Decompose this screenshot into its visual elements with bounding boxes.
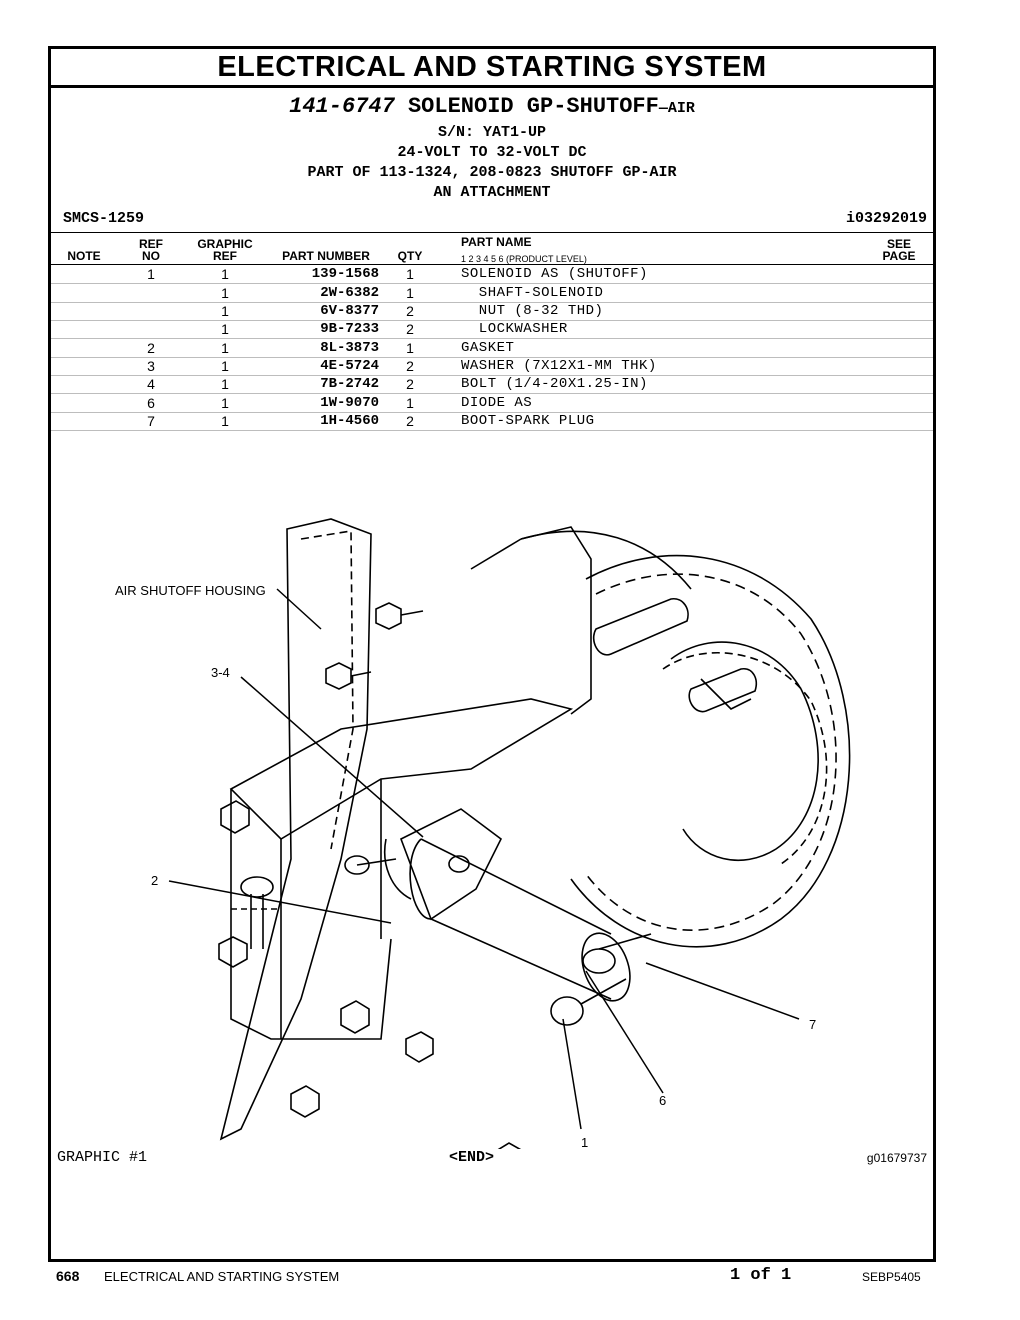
group-part-number: 141-6747 bbox=[289, 94, 395, 119]
col-graphic-bottom: REF bbox=[213, 249, 237, 263]
cell-qty: 2 bbox=[406, 376, 414, 392]
cell-part-number: 1W-9070 bbox=[320, 395, 379, 411]
col-ref-bottom: NO bbox=[142, 249, 160, 263]
cell-part-name: SOLENOID AS (SHUTOFF) bbox=[461, 266, 648, 282]
callout-2: 2 bbox=[151, 873, 158, 888]
cell-part-number: 9B-7233 bbox=[320, 321, 379, 337]
cell-part-number: 4E-5724 bbox=[320, 358, 379, 374]
table-row: 1 6V-8377 2 NUT (8-32 THD) bbox=[51, 302, 933, 321]
attachment-line: AN ATTACHMENT bbox=[433, 184, 551, 201]
table-row: 6 1 1W-9070 1 DIODE AS bbox=[51, 394, 933, 413]
table-header-top-rule bbox=[51, 232, 933, 233]
cell-graphic: 1 bbox=[221, 266, 229, 282]
table-header-bottom-rule bbox=[51, 264, 933, 265]
footer-doc-number: SEBP5405 bbox=[862, 1270, 921, 1284]
cell-ref: 1 bbox=[147, 266, 155, 282]
cell-graphic: 1 bbox=[221, 376, 229, 392]
cell-ref: 2 bbox=[147, 340, 155, 356]
cell-qty: 2 bbox=[406, 303, 414, 319]
cell-part-name: LOCKWASHER bbox=[461, 321, 568, 337]
cell-ref: 4 bbox=[147, 376, 155, 392]
cell-graphic: 1 bbox=[221, 321, 229, 337]
table-row: 1 2W-6382 1 SHAFT-SOLENOID bbox=[51, 284, 933, 303]
end-marker: <END> bbox=[449, 1149, 495, 1166]
graphic-label: GRAPHIC #1 bbox=[57, 1149, 148, 1166]
group-part-title: SOLENOID GP-SHUTOFF bbox=[407, 94, 659, 119]
cell-part-name: DIODE AS bbox=[461, 395, 533, 411]
col-part-name: PART NAME bbox=[461, 235, 532, 249]
smcs-code: SMCS-1259 bbox=[63, 210, 145, 227]
voltage-range: 24-VOLT TO 32-VOLT DC bbox=[397, 144, 587, 161]
callout-3-4: 3-4 bbox=[211, 665, 230, 680]
footer-page-number: 668 bbox=[56, 1268, 80, 1284]
cell-qty: 1 bbox=[406, 266, 414, 282]
cell-ref: 7 bbox=[147, 413, 155, 429]
cell-qty: 1 bbox=[406, 395, 414, 411]
cell-part-name: SHAFT-SOLENOID bbox=[461, 285, 604, 301]
cell-part-number: 7B-2742 bbox=[320, 376, 379, 392]
col-see-top: SEE bbox=[886, 237, 911, 251]
page-title: ELECTRICAL AND STARTING SYSTEM bbox=[217, 51, 767, 83]
cell-qty: 2 bbox=[406, 321, 414, 337]
cell-graphic: 1 bbox=[221, 413, 229, 429]
footer-section: ELECTRICAL AND STARTING SYSTEM bbox=[104, 1269, 340, 1284]
table-row: 1 9B-7233 2 LOCKWASHER bbox=[51, 320, 933, 339]
cell-part-number: 1H-4560 bbox=[320, 413, 379, 429]
table-row: 3 1 4E-5724 2 WASHER (7X12X1-MM THK) bbox=[51, 357, 933, 376]
cell-graphic: 1 bbox=[221, 285, 229, 301]
col-see-bottom: PAGE bbox=[882, 249, 916, 263]
callout-6: 6 bbox=[659, 1093, 666, 1108]
graphic-id: g01679737 bbox=[866, 1151, 927, 1165]
cell-part-name: BOOT-SPARK PLUG bbox=[461, 413, 595, 429]
cell-ref: 6 bbox=[147, 395, 155, 411]
cell-graphic: 1 bbox=[221, 303, 229, 319]
cell-part-name: WASHER (7X12X1-MM THK) bbox=[461, 358, 657, 374]
cell-qty: 2 bbox=[406, 413, 414, 429]
col-part-number: PART NUMBER bbox=[282, 249, 370, 263]
cell-graphic: 1 bbox=[221, 395, 229, 411]
cell-qty: 2 bbox=[406, 358, 414, 374]
cell-part-number: 6V-8377 bbox=[320, 303, 379, 319]
callout-air-shutoff-housing: AIR SHUTOFF HOUSING bbox=[115, 583, 266, 598]
solenoid-illustration: AIR SHUTOFF HOUSING 3-4 2 7 6 1 bbox=[115, 518, 851, 1149]
col-graphic-top: GRAPHIC bbox=[197, 237, 253, 251]
group-part-title-suffix: —AIR bbox=[658, 100, 695, 117]
cell-part-name: NUT (8-32 THD) bbox=[461, 303, 604, 319]
part-of-line: PART OF 113-1324, 208-0823 SHUTOFF GP-AI… bbox=[307, 164, 677, 181]
col-ref-top: REF bbox=[139, 237, 163, 251]
page-frame: ELECTRICAL AND STARTING SYSTEM 141-6747 … bbox=[48, 46, 936, 1262]
table-row: 2 1 8L-3873 1 GASKET bbox=[51, 339, 933, 358]
part-heading: 141-6747 SOLENOID GP-SHUTOFF—AIR bbox=[51, 94, 933, 119]
serial-range: S/N: YAT1-UP bbox=[437, 124, 547, 141]
cell-part-number: 8L-3873 bbox=[320, 340, 379, 356]
cell-graphic: 1 bbox=[221, 340, 229, 356]
table-row: 1 1 139-1568 1 SOLENOID AS (SHUTOFF) bbox=[51, 265, 933, 284]
footer-page-of: 1 of 1 bbox=[730, 1266, 792, 1285]
cell-part-name: GASKET bbox=[461, 340, 515, 356]
col-note: NOTE bbox=[67, 249, 101, 263]
cell-part-number: 139-1568 bbox=[311, 266, 379, 282]
cell-part-number: 2W-6382 bbox=[320, 285, 379, 301]
illustration-ref: i03292019 bbox=[845, 210, 927, 227]
cell-qty: 1 bbox=[406, 340, 414, 356]
callout-7: 7 bbox=[809, 1017, 816, 1032]
table-row: 7 1 1H-4560 2 BOOT-SPARK PLUG bbox=[51, 412, 933, 431]
product-levels: 1 2 3 4 5 6 (PRODUCT LEVEL) bbox=[461, 254, 587, 264]
table-row: 4 1 7B-2742 2 BOLT (1/4-20X1.25-IN) bbox=[51, 375, 933, 394]
cell-graphic: 1 bbox=[221, 358, 229, 374]
col-qty: QTY bbox=[397, 249, 423, 263]
callout-1: 1 bbox=[581, 1135, 588, 1149]
cell-ref: 3 bbox=[147, 358, 155, 374]
cell-part-name: BOLT (1/4-20X1.25-IN) bbox=[461, 376, 648, 392]
cell-qty: 1 bbox=[406, 285, 414, 301]
title-bar: ELECTRICAL AND STARTING SYSTEM bbox=[51, 49, 933, 88]
